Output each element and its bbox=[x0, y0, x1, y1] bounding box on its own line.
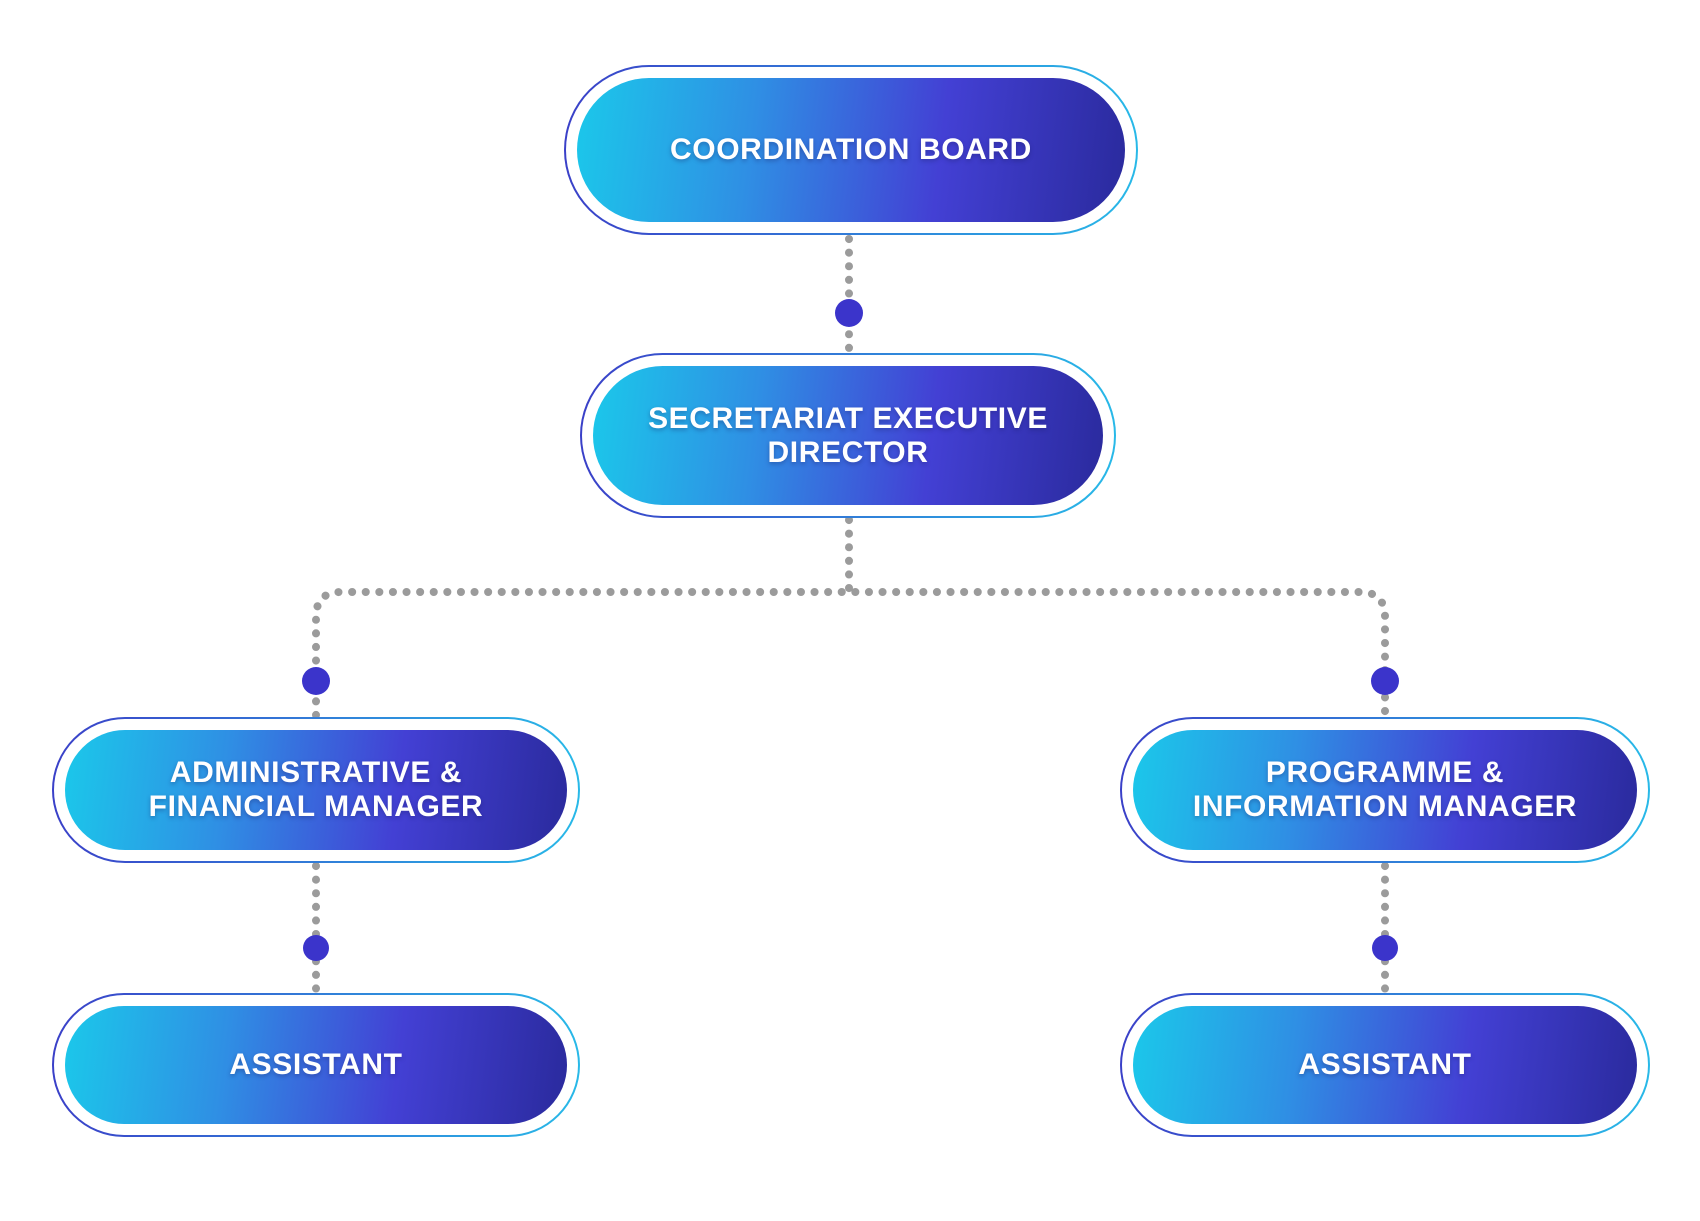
node-label: INFORMATION MANAGER bbox=[1192, 790, 1578, 823]
node-label: DIRECTOR bbox=[767, 435, 929, 469]
node-gap-ring: ASSISTANT bbox=[1122, 995, 1648, 1135]
node-outline: SECRETARIAT EXECUTIVE DIRECTOR bbox=[580, 353, 1116, 518]
connector-node-dot bbox=[1372, 935, 1398, 961]
node-pill: PROGRAMME & INFORMATION MANAGER bbox=[1133, 730, 1637, 850]
node-label: FINANCIAL MANAGER bbox=[148, 790, 484, 823]
node-coordination-board: COORDINATION BOARD bbox=[564, 65, 1138, 235]
node-gap-ring: ADMINISTRATIVE & FINANCIAL MANAGER bbox=[54, 719, 578, 861]
node-pill: ADMINISTRATIVE & FINANCIAL MANAGER bbox=[65, 730, 567, 850]
connector-node-dot bbox=[835, 299, 863, 327]
node-secretariat-executive-director: SECRETARIAT EXECUTIVE DIRECTOR bbox=[580, 353, 1116, 518]
node-label: SECRETARIAT EXECUTIVE bbox=[648, 401, 1048, 435]
node-label: ADMINISTRATIVE & bbox=[169, 756, 463, 789]
node-pill: ASSISTANT bbox=[1133, 1006, 1637, 1124]
node-gap-ring: COORDINATION BOARD bbox=[566, 67, 1136, 233]
node-gap-ring: SECRETARIAT EXECUTIVE DIRECTOR bbox=[582, 355, 1114, 516]
node-pill: COORDINATION BOARD bbox=[577, 78, 1125, 222]
node-label: COORDINATION BOARD bbox=[670, 133, 1032, 166]
node-outline: COORDINATION BOARD bbox=[564, 65, 1138, 235]
node-outline: ASSISTANT bbox=[52, 993, 580, 1137]
connector-node-dot bbox=[303, 935, 329, 961]
node-administrative-financial-manager: ADMINISTRATIVE & FINANCIAL MANAGER bbox=[52, 717, 580, 863]
connector-node-dot bbox=[302, 667, 330, 695]
connector-branch bbox=[312, 588, 1389, 719]
node-label: PROGRAMME & bbox=[1265, 756, 1505, 789]
node-outline: ADMINISTRATIVE & FINANCIAL MANAGER bbox=[52, 717, 580, 863]
node-assistant-admin: ASSISTANT bbox=[52, 993, 580, 1137]
node-label: ASSISTANT bbox=[229, 1048, 403, 1081]
node-label: ASSISTANT bbox=[1298, 1048, 1472, 1081]
node-programme-information-manager: PROGRAMME & INFORMATION MANAGER bbox=[1120, 717, 1650, 863]
node-gap-ring: ASSISTANT bbox=[54, 995, 578, 1135]
node-outline: PROGRAMME & INFORMATION MANAGER bbox=[1120, 717, 1650, 863]
connector-node-dot bbox=[1371, 667, 1399, 695]
node-outline: ASSISTANT bbox=[1120, 993, 1650, 1137]
node-pill: ASSISTANT bbox=[65, 1006, 567, 1124]
node-assistant-programme: ASSISTANT bbox=[1120, 993, 1650, 1137]
node-pill: SECRETARIAT EXECUTIVE DIRECTOR bbox=[593, 366, 1103, 505]
node-gap-ring: PROGRAMME & INFORMATION MANAGER bbox=[1122, 719, 1648, 861]
